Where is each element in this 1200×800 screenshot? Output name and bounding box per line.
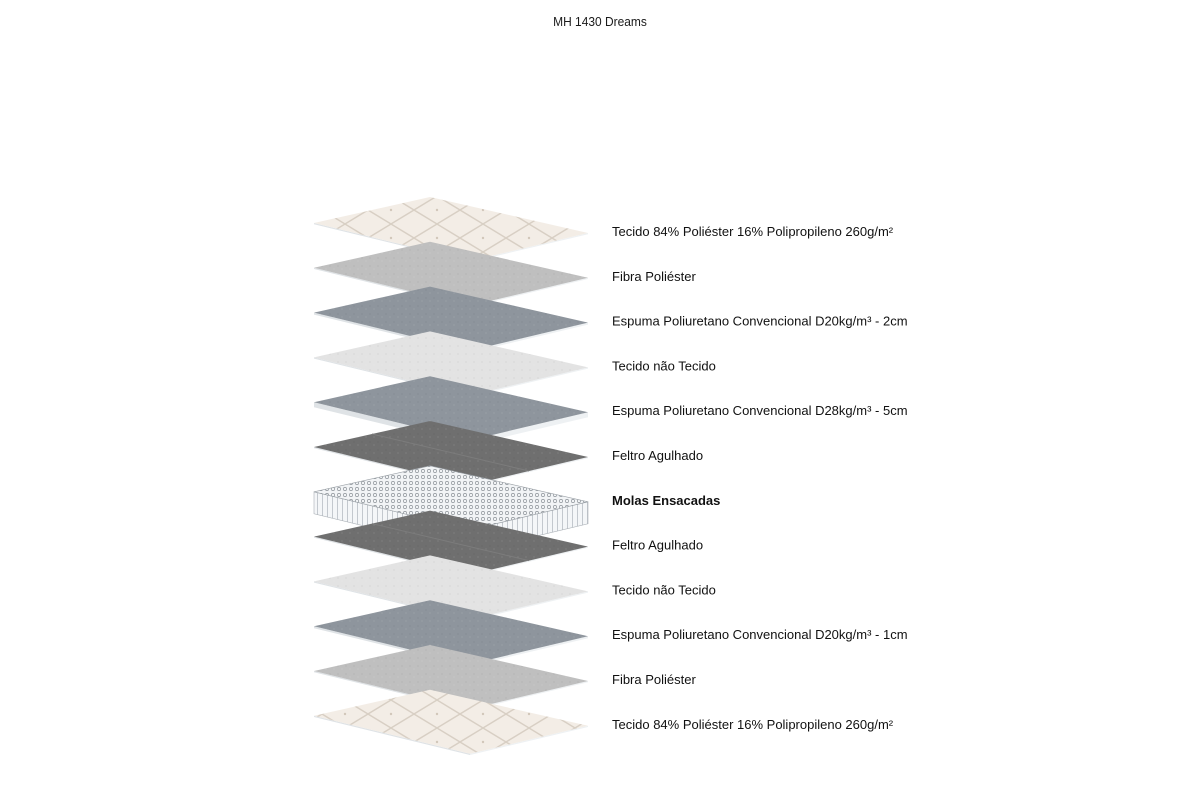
layer-label: Tecido não Tecido [612,358,716,373]
layer-label: Fibra Poliéster [612,269,696,284]
layer-texture [314,286,588,351]
layer-top-face [314,197,588,261]
layer-label: Tecido não Tecido [612,582,716,597]
layer-edge-right [470,681,588,711]
layer-4-non-woven: Tecido não Tecido [314,331,716,397]
layer-6-felt: Feltro Agulhado [314,421,703,487]
layer-label: Tecido 84% Poliéster 16% Polipropileno 2… [612,717,894,732]
layer-texture [314,241,588,306]
layer-label: Molas Ensacadas [612,493,720,508]
layer-12-quilted-fabric: Tecido 84% Poliéster 16% Polipropileno 2… [314,689,894,755]
layer-edge-right [470,457,588,487]
layer-texture [314,331,588,396]
layer-texture [314,600,588,665]
layer-edge-right [470,636,588,667]
layer-label: Fibra Poliéster [612,672,696,687]
layer-8-felt: Feltro Agulhado [314,510,703,576]
layer-label: Feltro Agulhado [612,448,703,463]
layer-edge-right [470,322,588,353]
layer-edge-right [470,546,588,576]
layer-label: Espuma Poliuretano Convencional D28kg/m³… [612,403,908,418]
layer-texture [314,645,588,709]
felt-seam [371,433,530,472]
felt-seam [371,523,530,562]
layer-edge-left [314,715,470,755]
layer-edge-right [470,367,588,397]
layer-10-foam: Espuma Poliuretano Convencional D20kg/m³… [314,600,908,667]
layer-edge-right [470,725,588,755]
layer-2-fiber: Fibra Poliéster [314,241,696,307]
layer-edge-right [470,591,588,621]
layer-texture [314,555,588,620]
layer-edge-right [470,233,588,263]
layer-9-non-woven: Tecido não Tecido [314,555,716,621]
layer-label: Feltro Agulhado [612,538,703,553]
layer-label: Espuma Poliuretano Convencional D20kg/m³… [612,627,908,642]
layer-top-face [314,689,588,754]
layer-edge-right [470,277,588,307]
layer-label: Espuma Poliuretano Convencional D20kg/m³… [612,314,908,329]
layer-texture [314,376,588,441]
diagram-title: MH 1430 Dreams [553,14,647,29]
layer-label: Tecido 84% Poliéster 16% Polipropileno 2… [612,224,894,239]
